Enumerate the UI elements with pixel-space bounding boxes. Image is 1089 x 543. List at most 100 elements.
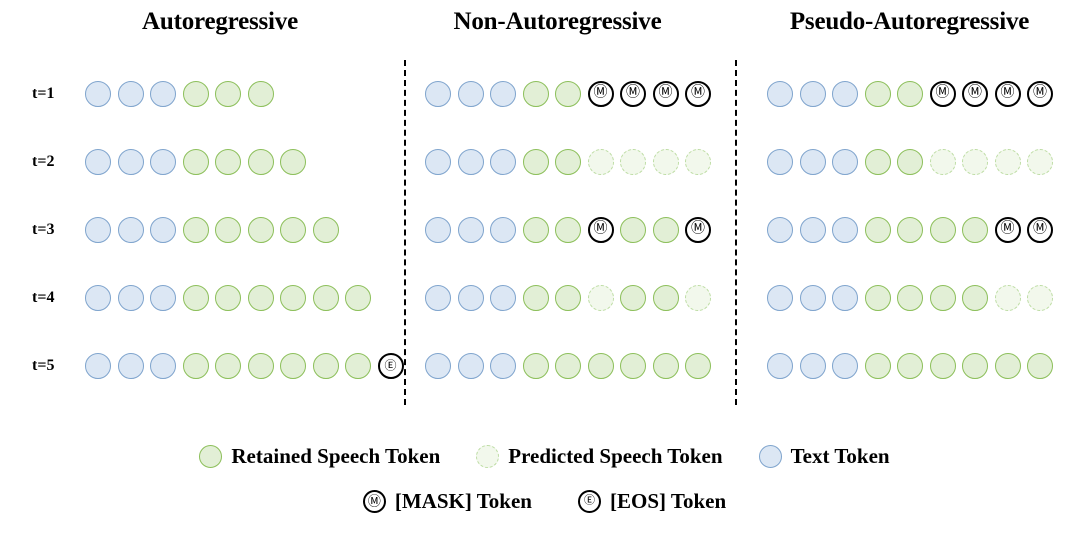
- text-token: [85, 285, 111, 311]
- text-token: [85, 217, 111, 243]
- retained-speech-token: [522, 149, 549, 175]
- retained-speech-token: [182, 285, 209, 311]
- text-token: [799, 149, 826, 175]
- predicted-speech-token: [620, 149, 646, 175]
- mask-token-icon: Ⓜ: [652, 81, 679, 107]
- retained-speech-token: [215, 149, 241, 175]
- retained-speech-token: [864, 81, 891, 107]
- row-label-t4: t=4: [32, 289, 55, 306]
- sequence-autoregressive-t4: [85, 285, 371, 311]
- mask-token-icon: Ⓜ: [962, 81, 988, 107]
- text-token: [150, 149, 176, 175]
- retained-speech-token: [215, 285, 241, 311]
- mask-glyph: Ⓜ: [626, 85, 640, 101]
- retained-speech-token: [685, 353, 711, 379]
- mask-token-icon: Ⓜ: [1027, 81, 1053, 107]
- retained-speech-token: [620, 353, 646, 379]
- predicted-speech-token: [994, 285, 1021, 311]
- retained-speech-token: [620, 285, 646, 311]
- retained-speech-token: [555, 353, 581, 379]
- predicted-speech-token: [994, 149, 1021, 175]
- retained-speech-token: [897, 285, 923, 311]
- text-token: [457, 149, 484, 175]
- text-token: [117, 149, 144, 175]
- text-token: [799, 81, 826, 107]
- predicted-speech-token: [962, 149, 988, 175]
- retained-speech-token: [555, 81, 581, 107]
- retained-speech-token: [1027, 353, 1053, 379]
- column-title-non-autoregressive: Non-Autoregressive: [453, 8, 662, 35]
- retained-speech-token: [897, 149, 923, 175]
- retained-speech-token: [929, 217, 956, 243]
- retained-speech-token: [994, 353, 1021, 379]
- text-token: [85, 81, 111, 107]
- legend-item: Text Token: [758, 444, 890, 469]
- legend-item: Ⓜ[MASK] Token: [362, 489, 532, 514]
- eos-glyph: Ⓔ: [384, 358, 397, 373]
- retained-speech-token: [897, 81, 923, 107]
- legend-item: Ⓔ[EOS] Token: [577, 489, 726, 514]
- text-token: [150, 285, 176, 311]
- mask-token-icon: Ⓜ: [587, 217, 614, 243]
- text-token: [457, 217, 484, 243]
- retained-speech-token: [215, 217, 241, 243]
- retained-speech-token: [929, 285, 956, 311]
- text-token: [425, 217, 451, 243]
- eos-token-icon: Ⓔ: [377, 353, 404, 379]
- retained-speech-token: [312, 217, 339, 243]
- text-token: [490, 81, 516, 107]
- timestep-row: t=2: [0, 128, 1089, 196]
- predicted-speech-token: [1027, 285, 1053, 311]
- mask-glyph: Ⓜ: [367, 493, 381, 509]
- mask-glyph: Ⓜ: [935, 85, 950, 101]
- predicted-speech-token: [685, 149, 711, 175]
- text-token: [150, 217, 176, 243]
- retained-speech-token: [962, 285, 988, 311]
- legend-label: Predicted Speech Token: [508, 444, 723, 468]
- mask-glyph: Ⓜ: [1033, 85, 1047, 101]
- retained-speech-token: [897, 353, 923, 379]
- text-token: [832, 217, 858, 243]
- text-token: [150, 353, 176, 379]
- retained-speech-token: [652, 217, 679, 243]
- mask-glyph: Ⓜ: [1000, 85, 1015, 101]
- text-token: [150, 81, 176, 107]
- row-label-t5: t=5: [32, 357, 55, 374]
- legend-row-secondary: Ⓜ[MASK] Token Ⓔ[EOS] Token: [0, 489, 1089, 514]
- row-label-t3: t=3: [32, 221, 55, 238]
- text-token: [832, 149, 858, 175]
- retained-speech-token: [247, 353, 274, 379]
- mask-glyph: Ⓜ: [1000, 221, 1015, 237]
- text-token: [767, 353, 793, 379]
- text-token: [425, 353, 451, 379]
- text-token: [117, 353, 144, 379]
- mask-token-icon: Ⓜ: [1027, 217, 1053, 243]
- text-token: [767, 149, 793, 175]
- predicted-speech-token: [652, 149, 679, 175]
- retained-speech-token: [652, 285, 679, 311]
- mask-token-icon: Ⓜ: [685, 81, 711, 107]
- text-token: [85, 353, 111, 379]
- retained-speech-token: [522, 353, 549, 379]
- text-token: [457, 353, 484, 379]
- sequence-autoregressive-t3: [85, 217, 339, 243]
- mask-token-icon: Ⓜ: [587, 81, 614, 107]
- eos-token-icon: Ⓔ: [577, 490, 601, 513]
- text-token: [490, 149, 516, 175]
- predicted-speech-token: [476, 445, 500, 468]
- predicted-speech-token: [685, 285, 711, 311]
- text-token: [425, 285, 451, 311]
- retained-speech-token: [522, 285, 549, 311]
- column-title-pseudo-autoregressive: Pseudo-Autoregressive: [789, 8, 1030, 35]
- text-token: [758, 445, 782, 468]
- mask-glyph: Ⓜ: [968, 85, 982, 101]
- predicted-speech-token: [587, 285, 614, 311]
- retained-speech-token: [280, 217, 306, 243]
- retained-speech-token: [345, 353, 371, 379]
- text-token: [832, 353, 858, 379]
